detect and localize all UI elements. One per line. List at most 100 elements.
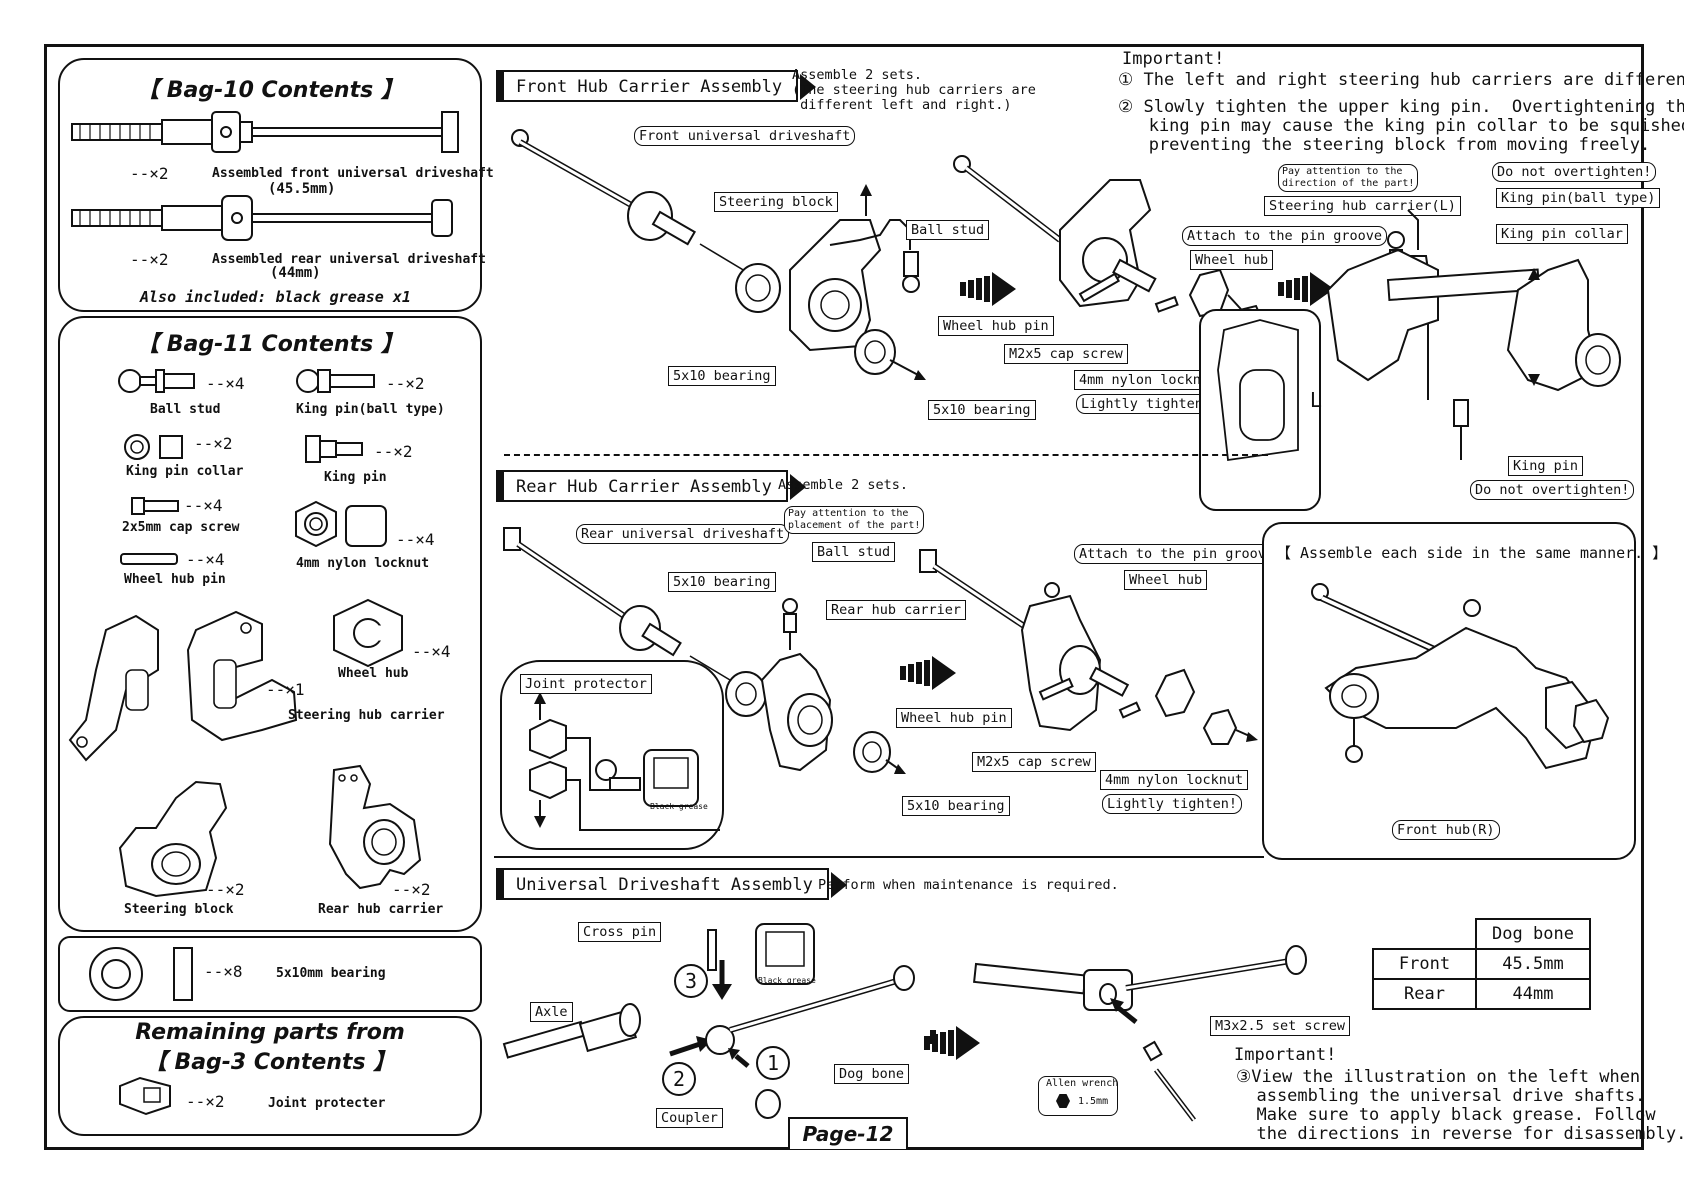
- rear-label-rear-hub-carrier: Rear hub carrier: [826, 600, 967, 620]
- joint-protector-icon: [119, 1076, 171, 1116]
- nylon-locknut-icon: [295, 500, 387, 548]
- uds-section-title: Universal Driveshaft Assembly: [496, 868, 847, 900]
- dogbone-row-rear-value: 44mm: [1475, 978, 1591, 1010]
- important-top-item1: ① The left and right steering hub carrie…: [1118, 70, 1684, 90]
- front-section-note: Assemble 2 sets. (The steering hub carri…: [792, 67, 1036, 113]
- rear-label-ball-stud: Ball stud: [812, 542, 896, 562]
- rear-label-lightly: Lightly tighten!: [1102, 794, 1243, 814]
- important-bottom-heading: Important!: [1234, 1045, 1337, 1065]
- rear-label-attach: Attach to the pin groove: [1074, 544, 1280, 564]
- king-pin-collar-icon: [124, 434, 183, 460]
- steering-hub-carrier-illustration: [68, 610, 298, 762]
- each-side-front-hub: Front hub(R): [1392, 820, 1500, 840]
- section-divider-solid: [494, 856, 1264, 858]
- front-label-wheel-hub: Wheel hub: [1190, 250, 1274, 270]
- wheel-hub-pin-icon: [120, 553, 178, 565]
- king-pin-name: King pin: [324, 470, 387, 485]
- uds-label-cross-pin: Cross pin: [578, 922, 662, 942]
- allen-wrench-box: [1038, 1076, 1118, 1116]
- rear-driveshaft-illustration: [71, 195, 453, 241]
- front-label-king-pin-collar: King pin collar: [1496, 224, 1628, 244]
- bag3-panel: [58, 1016, 482, 1136]
- dogbone-row-front-value: 45.5mm: [1475, 948, 1591, 980]
- front-label-cap-screw: M2x5 cap screw: [1004, 344, 1128, 364]
- front-assembly-illustration: [511, 129, 1284, 380]
- uds-label-allen: Allen wrench: [1046, 1078, 1119, 1089]
- wheel-hub-qty: --×4: [412, 642, 451, 661]
- dogbone-row-rear-name: Rear: [1372, 978, 1477, 1010]
- steering-hub-carrier-name: Steering hub carrier: [288, 708, 445, 723]
- front-label-l-mark: L: [1310, 388, 1322, 412]
- section-divider-dashed: [504, 454, 1268, 456]
- rear-label-cap-screw: M2x5 cap screw: [972, 752, 1096, 772]
- uds-label-axle: Axle: [530, 1002, 573, 1022]
- bag10-rear-qty: --×2: [130, 250, 169, 269]
- bearing-qty: --×8: [204, 962, 243, 981]
- steering-block-qty: --×2: [206, 880, 245, 899]
- cap-screw-name: 2x5mm cap screw: [122, 520, 240, 535]
- rear-label-locknut: 4mm nylon locknut: [1100, 770, 1249, 790]
- wheel-hub-pin-qty: --×4: [186, 550, 225, 569]
- ball-stud-name: Ball stud: [150, 402, 221, 417]
- rear-label-black-grease: Black grease: [650, 802, 708, 811]
- front-label-pay-attention: Pay attention to the direction of the pa…: [1278, 164, 1419, 192]
- each-side-title: 【 Assemble each side in the same manner.…: [1276, 544, 1668, 562]
- rear-label-bearing-a: 5x10 bearing: [668, 572, 776, 592]
- dogbone-row-front-name: Front: [1372, 948, 1477, 980]
- bag3-qty: --×2: [186, 1092, 225, 1111]
- bag3-name: Joint protecter: [268, 1096, 386, 1111]
- rear-label-joint-protector: Joint protector: [520, 674, 652, 694]
- uds-label-black-grease: Black grease: [758, 976, 816, 985]
- nylon-locknut-qty: --×4: [396, 530, 435, 549]
- steering-hub-carrier-qty: --×1: [266, 680, 305, 699]
- front-label-locknut: 4mm nylon locknut: [1074, 370, 1223, 390]
- uds-label-set-screw: M3x2.5 set screw: [1210, 1016, 1351, 1036]
- uds-label-allen-size: 1.5mm: [1078, 1096, 1109, 1107]
- king-pin-collar-name: King pin collar: [126, 464, 244, 479]
- uds-step-3: 3: [674, 964, 708, 998]
- rear-label-wheel-hub-pin: Wheel hub pin: [896, 708, 1012, 728]
- steering-block-illustration: [118, 780, 228, 898]
- rear-section-note: Assemble 2 sets.: [778, 477, 909, 493]
- front-label-attach: Attach to the pin groove: [1182, 226, 1388, 246]
- page-number: Page-12: [788, 1117, 908, 1149]
- front-label-king-pin: King pin: [1508, 456, 1584, 476]
- dogbone-table: Dog bone Front 45.5mm Rear 44mm: [1372, 918, 1591, 1010]
- king-pin-collar-qty: --×2: [194, 434, 233, 453]
- bag10-front-qty: --×2: [130, 164, 169, 183]
- rear-hub-carrier-illustration: [328, 764, 422, 890]
- bearing-icon: [89, 947, 193, 1001]
- front-label-steering-block: Steering block: [714, 192, 838, 212]
- king-pin-ball-name: King pin(ball type): [296, 402, 445, 417]
- cap-screw-icon: [131, 497, 179, 515]
- bearing-name: 5x10mm bearing: [276, 966, 386, 981]
- bag11-title: 【 Bag-11 Contents 】: [137, 332, 403, 357]
- bag3-title-line1: Remaining parts from: [135, 1020, 405, 1045]
- bag10-panel: [58, 58, 482, 312]
- cap-screw-qty: --×4: [184, 496, 223, 515]
- steering-block-name: Steering block: [124, 902, 234, 917]
- king-pin-icon: [305, 435, 363, 463]
- uds-step-1: 1: [756, 1046, 790, 1080]
- wheel-hub-icon: [333, 598, 403, 668]
- front-label-ball-stud: Ball stud: [906, 220, 990, 240]
- dogbone-table-header: Dog bone: [1475, 918, 1591, 950]
- bag10-title: 【 Bag-10 Contents 】: [137, 78, 403, 103]
- rear-assembly-illustration: [503, 527, 1258, 774]
- front-label-do-not-2: Do not overtighten!: [1470, 480, 1635, 500]
- front-hub-r-illustration: [1311, 583, 1610, 770]
- front-label-do-not-1: Do not overtighten!: [1492, 162, 1657, 182]
- uds-label-coupler: Coupler: [656, 1108, 723, 1128]
- front-label-bearing-b: 5x10 bearing: [928, 400, 1036, 420]
- important-bottom-body: ③View the illustration on the left when …: [1236, 1067, 1684, 1144]
- uds-right-illustration: [973, 945, 1307, 1122]
- rear-hub-carrier-qty: --×2: [392, 880, 431, 899]
- front-label-bearing-a: 5x10 bearing: [668, 366, 776, 386]
- important-top-heading: Important!: [1122, 49, 1225, 69]
- wheel-hub-name: Wheel hub: [338, 666, 409, 681]
- uds-left-illustration: [502, 923, 936, 1119]
- bag10-front-size: (45.5mm): [268, 181, 336, 197]
- uds-big-arrow-icon: [924, 1026, 980, 1060]
- rear-label-bearing-b: 5x10 bearing: [902, 796, 1010, 816]
- bag10-front-name: Assembled front universal driveshaft: [212, 166, 494, 181]
